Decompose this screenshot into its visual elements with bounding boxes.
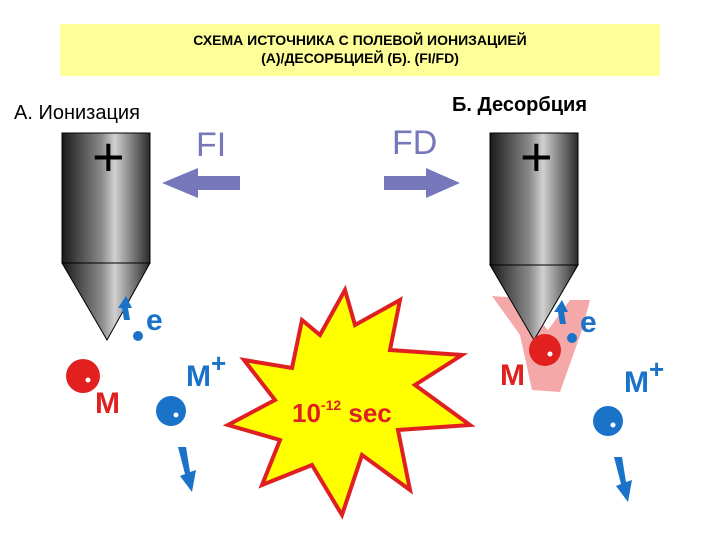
title-line-1: СХЕМА ИСТОЧНИКА С ПОЛЕВОЙ ИОНИЗАЦИЕЙ	[193, 32, 527, 48]
left-ion-charge: +	[211, 348, 227, 378]
fi-label: FI	[196, 126, 227, 164]
right-ion-label: M+	[624, 354, 664, 400]
section-label-ionization: А. Ионизация	[14, 102, 140, 124]
right-ion-highlight	[610, 422, 616, 428]
left-ion-base: M	[186, 360, 211, 393]
right-ion-charge: +	[649, 354, 665, 384]
left-ion-highlight	[173, 412, 179, 418]
time-label: 10-12 sec	[292, 397, 392, 429]
left-molecule-label: M	[95, 387, 120, 420]
fd-arrow-icon	[384, 168, 460, 198]
right-electron-dot	[567, 333, 577, 343]
left-plus-label: +	[92, 125, 125, 188]
left-ion-label: M+	[186, 348, 226, 394]
right-electron-label: e	[580, 306, 597, 339]
left-electron-dot	[133, 331, 143, 341]
right-molecule-highlight	[547, 351, 553, 357]
left-electron-arrow-icon	[118, 296, 132, 320]
left-ion-dot	[156, 396, 186, 426]
left-electron-label: e	[146, 304, 163, 337]
fd-label: FD	[392, 124, 438, 162]
right-plus-label: +	[520, 125, 553, 188]
fi-arrow-icon	[162, 168, 240, 198]
time-exponent: -12	[320, 397, 342, 413]
right-molecule-dot	[529, 334, 561, 366]
right-ion-base: M	[624, 366, 649, 399]
time-unit: sec	[341, 398, 392, 428]
title-line-2: (А)/ДЕСОРБЦИЕЙ (Б). (FI/FD)	[261, 50, 459, 66]
right-electron-arrow-icon	[554, 300, 568, 324]
time-base: 10	[292, 398, 321, 428]
section-label-desorption: Б. Десорбция	[452, 94, 588, 116]
title-box: СХЕМА ИСТОЧНИКА С ПОЛЕВОЙ ИОНИЗАЦИЕЙ (А)…	[60, 24, 660, 76]
left-molecule-dot	[66, 359, 100, 393]
explosion-star-icon	[222, 284, 476, 520]
left-emitter-needle	[61, 132, 151, 342]
right-ion-flight-arrow-icon	[614, 457, 632, 502]
left-molecule-highlight	[85, 377, 91, 383]
right-ion-dot	[593, 406, 623, 436]
left-ion-flight-arrow-icon	[178, 447, 196, 492]
right-molecule-label: M	[500, 359, 525, 392]
